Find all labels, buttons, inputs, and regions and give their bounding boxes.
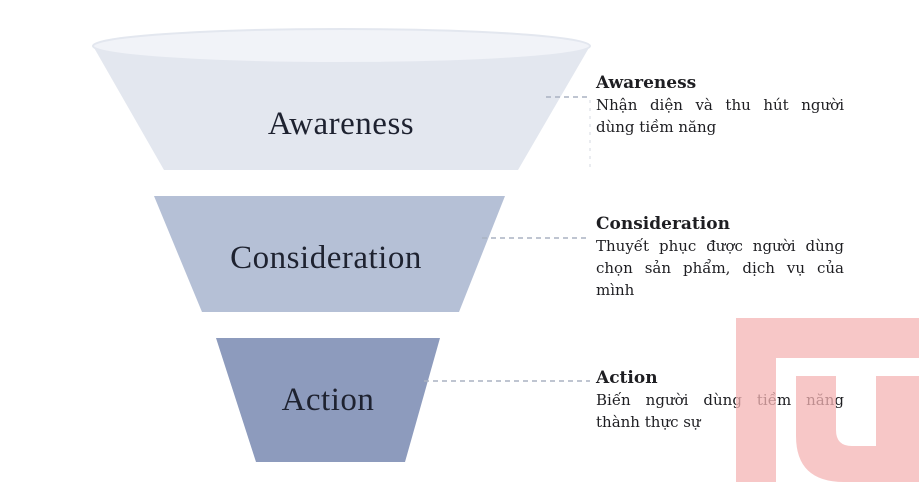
funnel-label-awareness: Awareness <box>267 106 415 142</box>
description-action: Action Biến người dùng tiềm năng thành t… <box>596 367 844 433</box>
brand-logo-watermark-icon <box>736 318 919 482</box>
funnel-tier-consideration <box>154 196 505 312</box>
funnel-label-action: Action <box>281 382 375 418</box>
description-title-consideration: Consideration <box>596 214 730 234</box>
description-text-awareness: Nhận diện và thu hút người dùng tiềm năn… <box>596 96 844 136</box>
description-text-action: Biến người dùng tiềm năng thành thực sự <box>596 391 844 431</box>
funnel-tier-action <box>216 338 440 462</box>
funnel-tier-awareness <box>93 46 590 170</box>
funnel-rim-edge <box>92 28 591 64</box>
funnel-tier-awareness-rim <box>93 29 590 63</box>
description-text-consideration: Thuyết phục được người dùng chọn sản phẩ… <box>596 237 844 299</box>
description-title-awareness: Awareness <box>596 73 697 93</box>
funnel-label-consideration: Consideration <box>230 240 422 276</box>
description-consideration: Consideration Thuyết phục được người dùn… <box>596 213 844 301</box>
description-awareness: Awareness Nhận diện và thu hút người dùn… <box>596 72 844 138</box>
description-title-action: Action <box>596 368 658 388</box>
